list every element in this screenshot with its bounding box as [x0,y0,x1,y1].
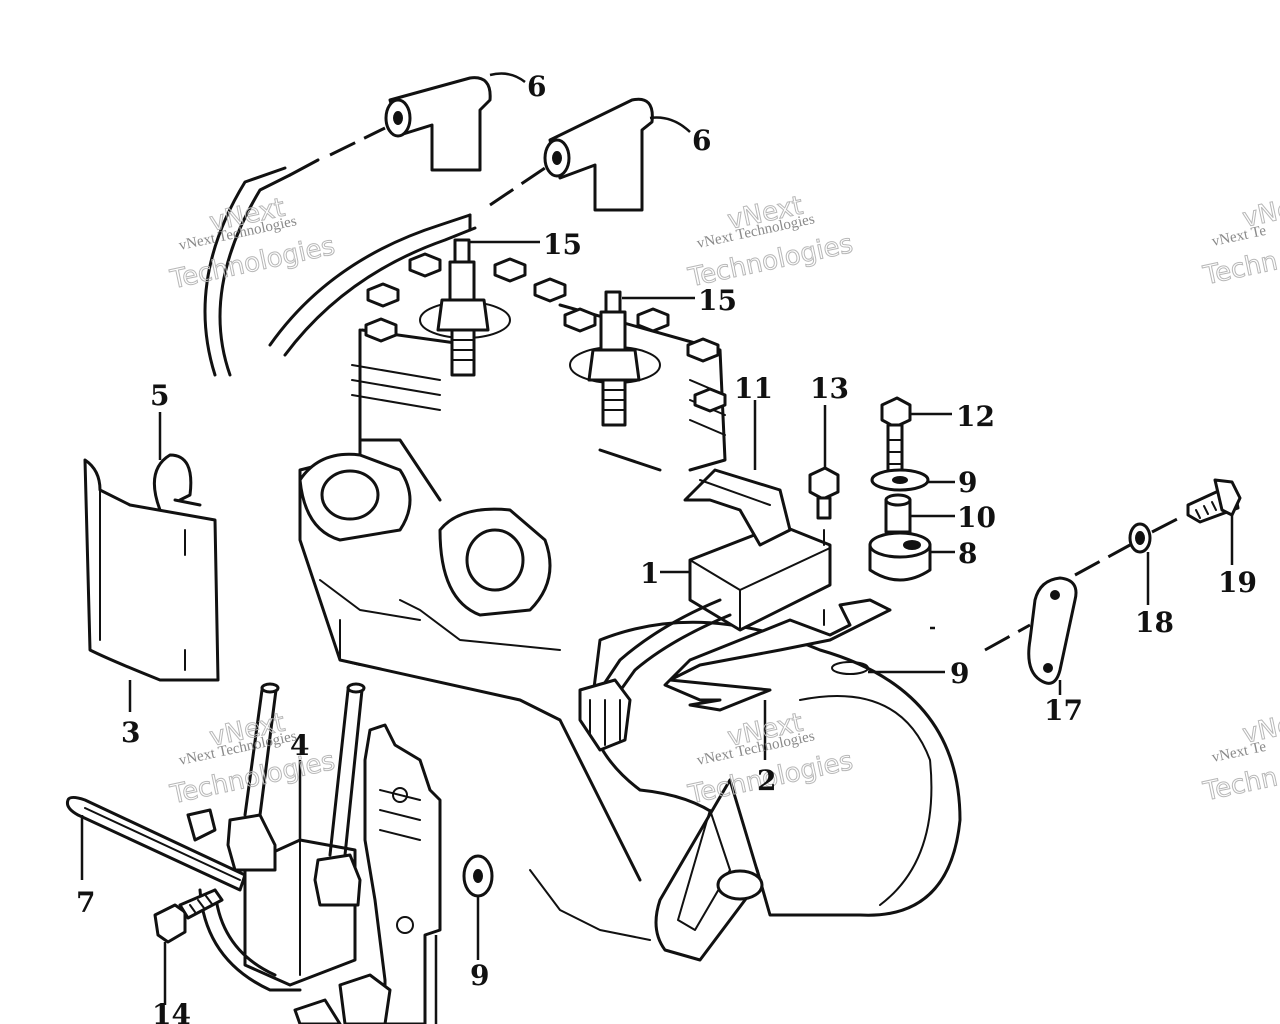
washer-9-upper [870,468,930,492]
engine-block [298,303,962,962]
coil-bracket-plate [363,723,442,1024]
cover-plate-17 [1027,576,1078,685]
watermark-2: vNext Technologies Technologies vNext [685,190,857,294]
spark-plug-left [436,238,490,377]
callout-15-lower: 15 [698,284,737,317]
callout-13: 13 [810,372,849,405]
svg-text:vNext: vNext [1240,705,1280,750]
callout-9-upper: 9 [958,466,977,499]
grommet-8 [868,531,932,582]
callout-9-middle: 9 [950,657,969,690]
ht-lead-left [203,126,386,377]
bolt-14 [153,888,224,944]
cdi-box [578,468,832,752]
callout-6-lower: 6 [692,124,711,157]
washer-18 [1128,522,1152,554]
leader-lines [80,72,1234,1024]
callout-7: 7 [76,886,95,919]
callout-2: 2 [757,764,776,797]
bottom-fittings [293,973,392,1024]
line-art [66,76,1242,1024]
callout-10: 10 [957,501,996,534]
mounting-plate [663,598,892,712]
callout-4: 4 [290,729,309,762]
callout-19: 19 [1218,566,1257,599]
callout-3: 3 [121,716,140,749]
callout-14: 14 [152,998,191,1024]
bolt-19 [1186,478,1242,524]
bolt-13 [808,466,840,626]
watermark-6: vNext Te Techn vNext [1200,704,1280,808]
spark-plug-right [587,290,641,427]
ht-lead-right [268,166,546,357]
watermark-4: vNext Technologies Technologies vNext [167,707,339,811]
callout-labels: 6 6 15 15 5 3 11 13 12 9 10 8 1 19 18 17… [76,70,1257,1024]
callout-8: 8 [958,537,977,570]
callout-5: 5 [150,379,169,412]
assembly-lines-right [930,513,1186,652]
callout-12: 12 [956,400,995,433]
callout-11: 11 [734,372,773,405]
cylinder-head-bolts [364,252,727,413]
callout-1: 1 [640,557,659,590]
washer-9-lower [462,854,494,898]
spark-plug-cap-left [384,76,492,172]
callout-15-upper: 15 [543,228,582,261]
ignition-shield [83,458,220,682]
spark-plug-cap-right [543,97,654,212]
callout-6-upper: 6 [527,70,546,103]
clip [152,453,202,512]
svg-text:vNext: vNext [1240,189,1280,234]
svg-text:Techn: Techn [1200,762,1280,807]
watermark-3: vNext Te Techn vNext [1200,188,1280,292]
rod-7 [66,796,247,892]
callout-17: 17 [1044,694,1083,727]
watermark-1: vNext Technologies Technologies vNext [167,192,339,296]
callout-9-lower: 9 [470,959,489,992]
bolt-12 [880,396,912,475]
svg-text:Techn: Techn [1200,246,1280,291]
callout-18: 18 [1135,606,1174,639]
spacer-10 [884,493,912,534]
